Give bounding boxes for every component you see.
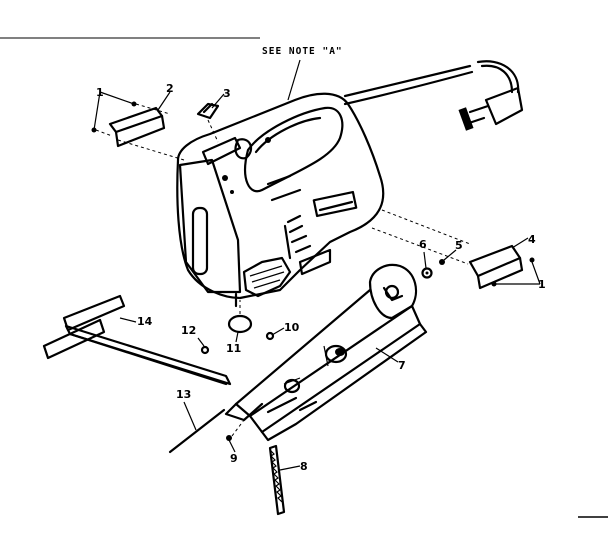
callout-2: 2 xyxy=(166,82,174,95)
callout-10: 10 xyxy=(284,321,300,334)
power-cord xyxy=(343,60,520,106)
note-leader xyxy=(287,59,301,101)
callout-3: 3 xyxy=(223,87,231,100)
part-5-screw xyxy=(439,249,457,265)
callout-7: 7 xyxy=(398,359,406,372)
power-plug xyxy=(458,86,524,131)
part-14-edge-guide xyxy=(42,294,232,386)
callout-14: 14 xyxy=(137,315,153,328)
part-9-screw xyxy=(226,419,245,453)
callout-1-right: 1 xyxy=(538,278,546,291)
note-label: SEE NOTE "A" xyxy=(262,46,343,57)
part-8-blade xyxy=(268,444,301,516)
callout-9: 9 xyxy=(230,452,238,465)
part-2-side-plate xyxy=(108,91,185,161)
callout-12: 12 xyxy=(181,324,196,337)
saw-housing xyxy=(176,92,385,308)
part-4-side-plate-right xyxy=(371,209,529,290)
part-3-switch-button xyxy=(196,93,225,143)
callout-4: 4 xyxy=(528,233,536,246)
callout-6: 6 xyxy=(419,238,427,251)
callout-1-left: 1 xyxy=(96,86,104,99)
part-11-knob xyxy=(227,300,253,343)
callout-8: 8 xyxy=(300,460,308,473)
part-10-screw xyxy=(265,327,285,341)
callout-11: 11 xyxy=(226,342,241,355)
callout-5: 5 xyxy=(455,239,463,252)
callout-13: 13 xyxy=(176,388,191,401)
part-6-washer xyxy=(421,251,433,279)
part-12-screw xyxy=(197,337,210,355)
part-7-base-shoe xyxy=(224,263,428,442)
part-1-screws-left xyxy=(91,91,171,137)
part-13-rod xyxy=(168,401,226,454)
part-1-screws-right xyxy=(491,257,541,287)
